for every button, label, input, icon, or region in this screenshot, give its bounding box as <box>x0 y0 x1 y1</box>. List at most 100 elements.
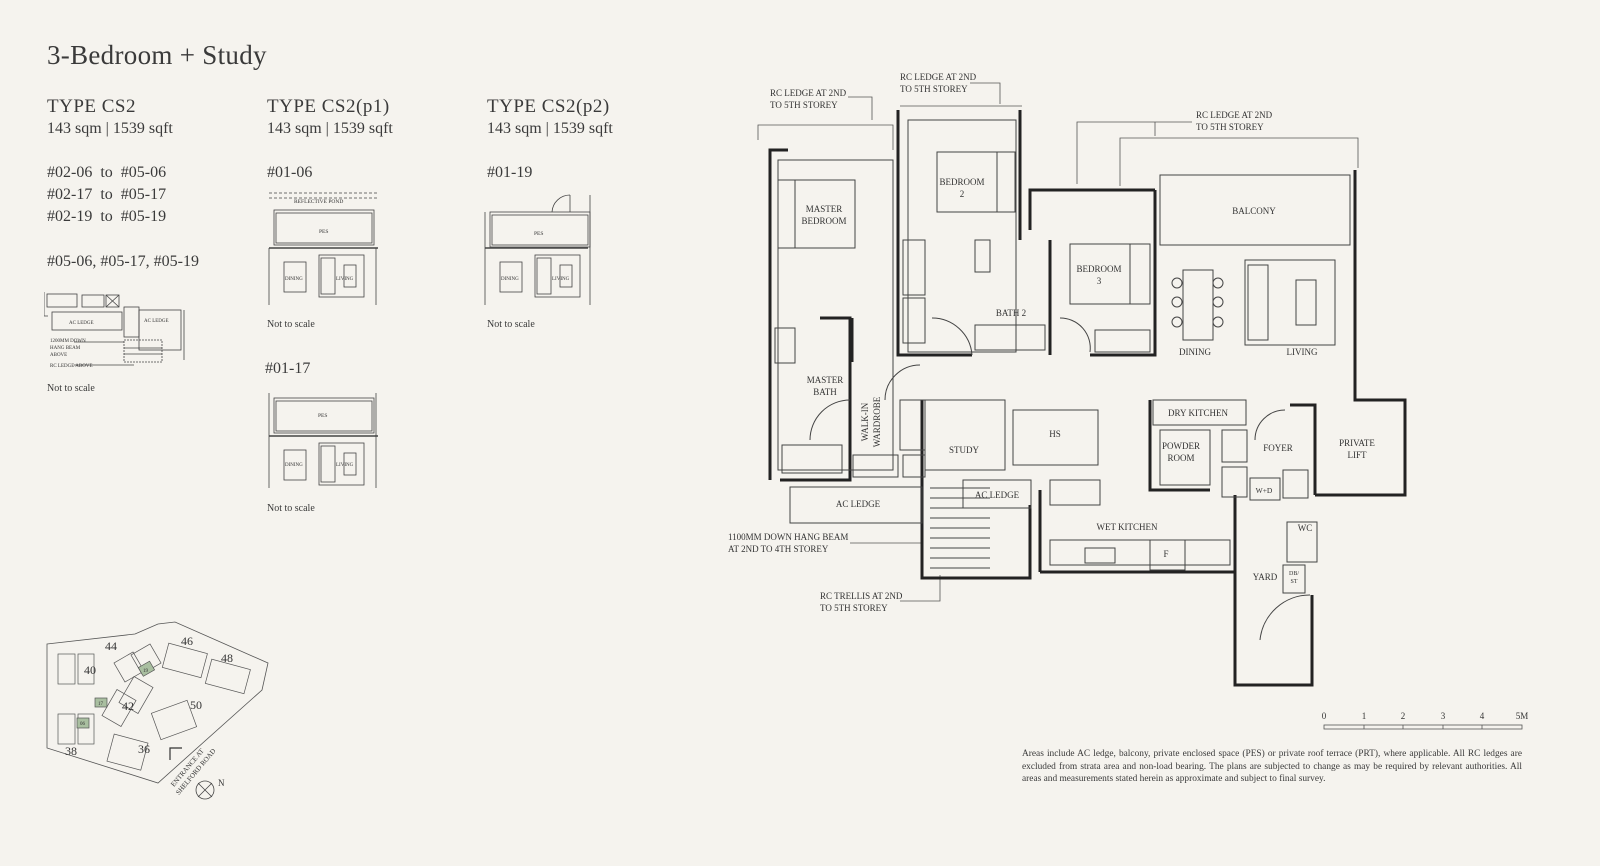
staircase-trellis <box>930 487 990 569</box>
room-foyer: FOYER <box>1263 443 1293 453</box>
block-46: 46 <box>181 634 193 648</box>
p1-inset-plan-01-06: REFLECTIVE POND PES DINING LIVING <box>268 192 378 305</box>
p2-inset-plan: PES DINING LIVING <box>484 194 591 305</box>
private-lift: LIFT <box>1348 450 1368 460</box>
p1-inset-plan-01-17: PES DINING LIVING <box>268 393 378 488</box>
inset-label: LIVING <box>336 463 354 468</box>
room-powder-room: POWDER <box>1162 441 1200 451</box>
room-bedroom-2: 2 <box>960 189 965 199</box>
room-powder-room: ROOM <box>1167 453 1194 463</box>
room-dry-kitchen: DRY KITCHEN <box>1168 408 1228 418</box>
unit-range: #02-17 to #05-17 <box>47 186 167 203</box>
rc-ledge-label: RC LEDGE AT 2ND <box>900 72 977 82</box>
inset-label: 1200MM DOWN <box>50 339 86 344</box>
inset-label: RC LEDGE ABOVE <box>50 364 93 369</box>
ac-ledge-label: AC LEDGE <box>836 499 881 509</box>
unit-range: #02-06 to #05-06 <box>47 164 167 181</box>
type-cs2-area: 143 sqm | 1539 sqft <box>47 120 173 137</box>
room-study: STUDY <box>949 445 980 455</box>
not-to-scale-note: Not to scale <box>47 383 95 394</box>
site-blocks <box>57 642 251 771</box>
room-dining: DINING <box>1179 347 1211 357</box>
room-balcony: BALCONY <box>1232 206 1276 216</box>
scale-tick: 0 <box>1322 711 1327 721</box>
block-50: 50 <box>190 698 202 712</box>
room-bedroom-3: 3 <box>1097 276 1102 286</box>
household-shelter: HS <box>1049 429 1061 439</box>
rc-trellis-label: RC TRELLIS AT 2ND <box>820 591 903 601</box>
page-title: 3-Bedroom + Study <box>47 40 267 70</box>
not-to-scale-note: Not to scale <box>487 319 535 330</box>
room-yard: YARD <box>1253 572 1278 582</box>
scale-tick: 5M <box>1516 711 1529 721</box>
fridge-label: F <box>1163 549 1168 559</box>
type-cs2-p2-area: 143 sqm | 1539 sqft <box>487 120 613 137</box>
block-48: 48 <box>221 651 233 665</box>
unit-number: #01-17 <box>265 360 311 377</box>
inset-label: ABOVE <box>50 353 67 358</box>
hang-beam-label: 1100MM DOWN HANG BEAM <box>728 532 848 542</box>
type-cs2-extra-units: #05-06, #05-17, #05-19 <box>47 253 199 270</box>
room-master-bath: BATH <box>813 387 837 397</box>
room-bedroom-2: BEDROOM <box>939 177 984 187</box>
inset-label: HANG BEAM <box>50 346 81 351</box>
type-cs2-p1-heading: TYPE CS2(p1) <box>267 96 390 117</box>
unit-range: #02-19 to #05-19 <box>47 208 167 225</box>
not-to-scale-note: Not to scale <box>267 319 315 330</box>
block-40: 40 <box>84 663 96 677</box>
walk-in-wardrobe-line: WALK-IN <box>860 402 870 441</box>
inset-label: PES <box>319 229 328 235</box>
unit-06: 06 <box>80 722 86 727</box>
scale-tick: 3 <box>1441 711 1446 721</box>
unit-19: 19 <box>143 669 149 674</box>
block-38: 38 <box>65 744 77 758</box>
inset-label: LIVING <box>336 277 354 282</box>
ac-ledge-label: AC LEDGE <box>975 490 1020 500</box>
room-bedroom-3: BEDROOM <box>1076 264 1121 274</box>
block-42: 42 <box>122 699 134 713</box>
room-walk-in-wardrobe: WALK-IN WARDROBE <box>860 396 882 447</box>
type-cs2-heading: TYPE CS2 <box>47 96 136 117</box>
exterior-walls <box>768 110 1407 687</box>
north-compass-icon <box>195 780 215 800</box>
db-st-label: ST <box>1290 579 1297 585</box>
inset-label: PES <box>318 413 327 419</box>
rc-ledge-label: TO 5TH STOREY <box>770 100 838 110</box>
interior-lines <box>774 119 1351 641</box>
inset-label: AC LEDGE <box>69 321 94 326</box>
room-living: LIVING <box>1287 347 1318 357</box>
room-master-bedroom: MASTER <box>806 204 843 214</box>
room-wc: WC <box>1298 523 1313 533</box>
private-lift: PRIVATE <box>1339 438 1375 448</box>
type-cs2-units: #02-06 to #05-06 #02-17 to #05-17 #02-19 t… <box>47 162 166 228</box>
type-cs2-p1-area: 143 sqm | 1539 sqft <box>267 120 393 137</box>
scale-bar: 0 1 2 3 4 5M <box>1322 711 1529 730</box>
unit-number: #01-19 <box>487 164 533 181</box>
inset-label: AC LEDGE <box>144 319 169 324</box>
room-bath-2: BATH 2 <box>996 308 1026 318</box>
not-to-scale-note: Not to scale <box>267 503 315 514</box>
highlighted-units <box>76 660 156 729</box>
inset-label: PES <box>534 231 543 237</box>
site-plan: 19 17 06 44 46 48 40 42 50 38 36 ENTRANC… <box>46 621 269 800</box>
north-label: N <box>218 778 225 788</box>
walk-in-wardrobe-line: WARDROBE <box>872 396 882 447</box>
db-st-label: DB/ <box>1289 571 1299 577</box>
inset-label: DINING <box>285 277 303 282</box>
inset-label: LIVING <box>552 277 570 282</box>
rc-ledge-label: TO 5TH STOREY <box>1196 122 1264 132</box>
inset-label: REFLECTIVE POND <box>294 199 343 205</box>
scale-tick: 2 <box>1401 711 1406 721</box>
block-44: 44 <box>105 639 117 653</box>
room-master-bedroom: BEDROOM <box>801 216 846 226</box>
rc-ledge-lines <box>757 82 1359 602</box>
unit-number: #01-06 <box>267 164 313 181</box>
rc-ledge-label: TO 5TH STOREY <box>900 84 968 94</box>
rc-ledge-label: RC LEDGE AT 2ND <box>1196 110 1273 120</box>
scale-tick: 1 <box>1362 711 1367 721</box>
room-wet-kitchen: WET KITCHEN <box>1096 522 1158 532</box>
rc-trellis-label: TO 5TH STOREY <box>820 603 888 613</box>
block-36: 36 <box>138 742 150 756</box>
type-cs2-p2-heading: TYPE CS2(p2) <box>487 96 610 117</box>
